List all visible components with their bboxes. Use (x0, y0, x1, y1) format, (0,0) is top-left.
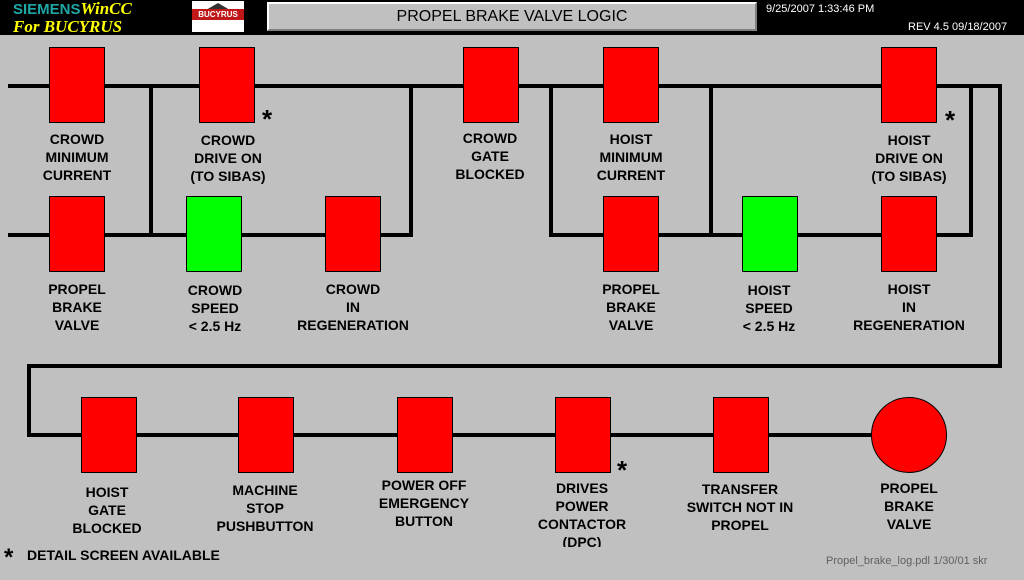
wire (27, 364, 31, 437)
revision-label: REV 4.5 09/18/2007 (908, 21, 1008, 33)
propel-brake-valve-output-label: PROPEL BRAKE VALVE (880, 480, 938, 532)
wincc-brand: SIEMENSWinCC For BUCYRUS (13, 0, 132, 35)
datetime-readout: 9/25/2007 1:33:46 PM (766, 3, 875, 15)
crowd-speed-status (186, 196, 242, 272)
transfer-switch-label: TRANSFER SWITCH NOT IN PROPEL (686, 481, 794, 533)
hoist-gate-blocked-status (81, 397, 137, 473)
machine-stop-status (238, 397, 294, 473)
wire (27, 364, 1002, 368)
bucyrus-logo: BUCYRUS (192, 1, 244, 32)
crowd-minimum-current-label: CROWD MINIMUM CURRENT (42, 131, 112, 183)
title-bar: SIEMENSWinCC For BUCYRUS BUCYRUS PROPEL … (0, 0, 1024, 35)
hoist-minimum-current-status (603, 47, 659, 123)
logo-text: BUCYRUS (192, 9, 244, 20)
power-off-emergency-label: POWER OFF EMERGENCY BUTTON (378, 477, 470, 529)
propel-brake-valve-label: PROPEL BRAKE VALVE (48, 281, 106, 333)
wire (549, 86, 553, 235)
drives-power-contactor-label: DRIVES POWER CONTACTOR (DPC) (537, 480, 627, 547)
propel-brake-valve-status (603, 196, 659, 272)
hoist-drive-on-label: HOIST DRIVE ON (TO SIBAS) (871, 132, 947, 184)
wire (409, 86, 413, 235)
footer-file-info: Propel_brake_log.pdl 1/30/01 skr (826, 555, 988, 567)
wire (998, 84, 1002, 368)
drives-power-contactor-status[interactable] (555, 397, 611, 473)
detail-screen-asterisk[interactable]: * (945, 105, 956, 135)
hoist-regeneration-label: HOIST IN REGENERATION (853, 281, 965, 333)
wire (149, 86, 153, 235)
propel-brake-valve-status (49, 196, 105, 272)
crowd-minimum-current-status (49, 47, 105, 123)
wincc-text: WinCC (80, 0, 132, 18)
detail-screen-asterisk[interactable]: * (617, 455, 628, 485)
crowd-regeneration-status (325, 196, 381, 272)
legend-asterisk: * (4, 544, 14, 571)
hoist-drive-on-status[interactable] (881, 47, 937, 123)
crowd-gate-blocked-label: CROWD GATE BLOCKED (455, 130, 525, 182)
machine-stop-label: MACHINE STOP PUSHBUTTON (216, 482, 314, 534)
crowd-drive-on-label: CROWD DRIVE ON (TO SIBAS) (190, 132, 266, 184)
hoist-regeneration-status (881, 196, 937, 272)
crowd-gate-blocked-status (463, 47, 519, 123)
crowd-drive-on-status[interactable] (199, 47, 255, 123)
power-off-emergency-status (397, 397, 453, 473)
crowd-speed-label: CROWD SPEED < 2.5 Hz (187, 282, 243, 334)
wire (709, 86, 713, 235)
detail-screen-asterisk[interactable]: * (262, 104, 273, 134)
screen-title: PROPEL BRAKE VALVE LOGIC (267, 2, 757, 31)
propel-brake-valve-lamp (871, 397, 947, 473)
mountain-icon (206, 3, 230, 10)
siemens-text: SIEMENS (13, 1, 81, 18)
crowd-regeneration-label: CROWD IN REGENERATION (297, 281, 409, 333)
wire (969, 86, 973, 235)
hoist-minimum-current-label: HOIST MINIMUM CURRENT (596, 131, 666, 183)
legend-text: DETAIL SCREEN AVAILABLE (27, 547, 220, 563)
hoist-gate-blocked-label: HOIST GATE BLOCKED (72, 484, 142, 536)
for-bucyrus-text: For BUCYRUS (13, 17, 123, 36)
transfer-switch-status (713, 397, 769, 473)
propel-brake-valve-label: PROPEL BRAKE VALVE (602, 281, 660, 333)
hoist-speed-status (742, 196, 798, 272)
hoist-speed-label: HOIST SPEED < 2.5 Hz (742, 282, 796, 334)
